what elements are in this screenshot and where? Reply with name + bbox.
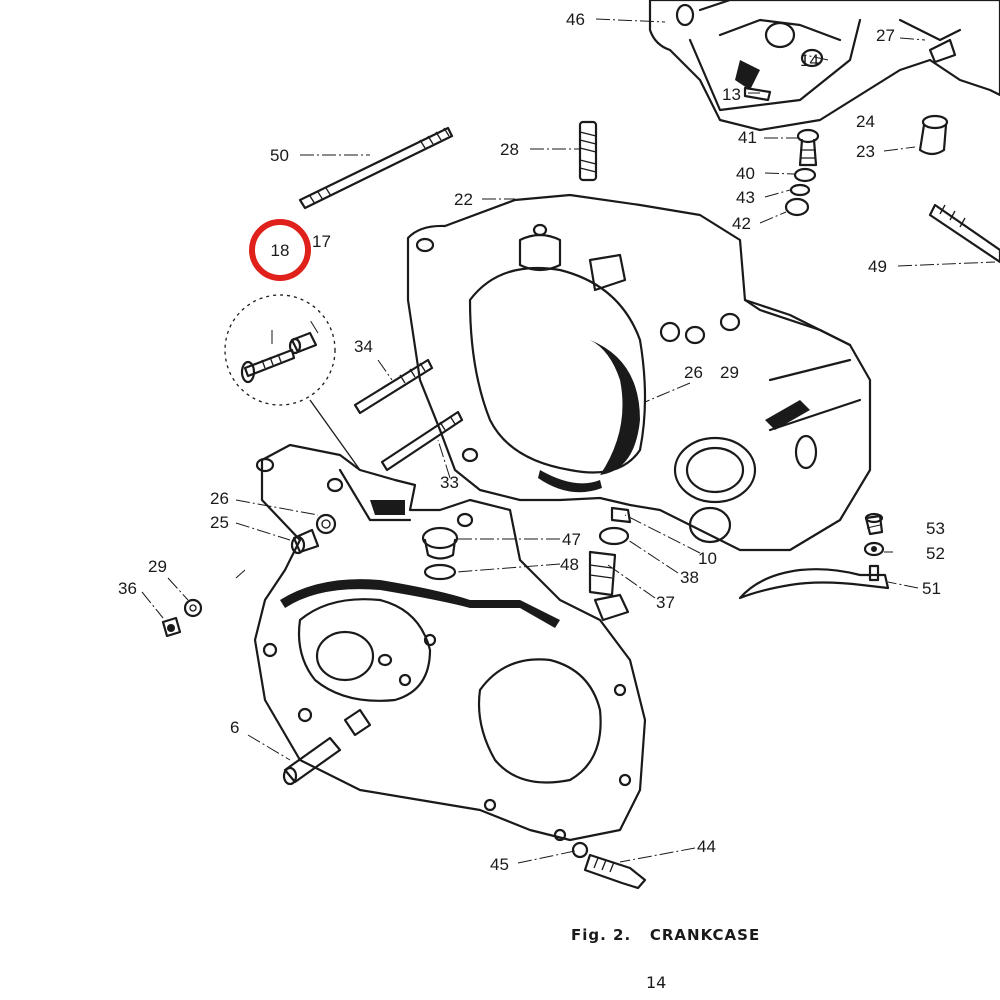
label-part-26-lower: 26 [210, 489, 229, 508]
stud-28 [578, 120, 598, 182]
label-part-13: 13 [722, 85, 741, 104]
label-part-24: 24 [856, 112, 875, 131]
label-part-37: 37 [656, 593, 675, 612]
label-part-45: 45 [490, 855, 509, 874]
label-part-53: 53 [926, 519, 945, 538]
highlight-marker: 18 [249, 219, 311, 281]
label-part-22: 22 [454, 190, 473, 209]
label-part-50: 50 [270, 146, 289, 165]
part-number-labels: 46 14 27 13 41 24 23 40 43 42 49 50 28 2… [118, 10, 945, 874]
left-crankcase-half [253, 443, 647, 842]
label-part-27: 27 [876, 26, 895, 45]
label-part-29-lower: 29 [148, 557, 167, 576]
label-part-29-upper: 29 [720, 363, 739, 382]
label-part-49: 49 [868, 257, 887, 276]
label-part-17: 17 [312, 232, 331, 251]
label-part-36: 36 [118, 579, 137, 598]
label-part-6: 6 [230, 718, 239, 737]
label-part-26-upper: 26 [684, 363, 703, 382]
label-part-51: 51 [922, 579, 941, 598]
label-part-23: 23 [856, 142, 875, 161]
label-part-47: 47 [562, 530, 581, 549]
label-part-34: 34 [354, 337, 373, 356]
label-part-40: 40 [736, 164, 755, 183]
long-stud-49 [928, 203, 1000, 264]
label-part-28: 28 [500, 140, 519, 159]
label-part-52: 52 [926, 544, 945, 563]
label-part-41: 41 [738, 128, 757, 147]
label-part-33: 33 [440, 473, 459, 492]
right-crankcase-half [406, 193, 872, 552]
highlight-circle [249, 219, 311, 281]
figure-caption: Fig. 2. CRANKCASE [571, 926, 760, 944]
label-part-43: 43 [736, 188, 755, 207]
detail-inset-circle [224, 294, 361, 471]
page-number: 14 [646, 973, 666, 992]
label-part-46: 46 [566, 10, 585, 29]
label-part-48: 48 [560, 555, 579, 574]
long-stud-50 [298, 126, 454, 210]
leader-lines [141, 18, 996, 864]
label-part-14: 14 [800, 51, 819, 70]
label-part-10: 10 [698, 549, 717, 568]
label-part-44: 44 [697, 837, 716, 856]
label-part-38: 38 [680, 568, 699, 587]
label-part-18: 18 [271, 241, 290, 260]
label-part-42: 42 [732, 214, 751, 233]
gearbox-housing-part [648, 0, 1000, 132]
label-part-25: 25 [210, 513, 229, 532]
small-parts [161, 86, 949, 890]
studs-34-33 [353, 358, 464, 472]
